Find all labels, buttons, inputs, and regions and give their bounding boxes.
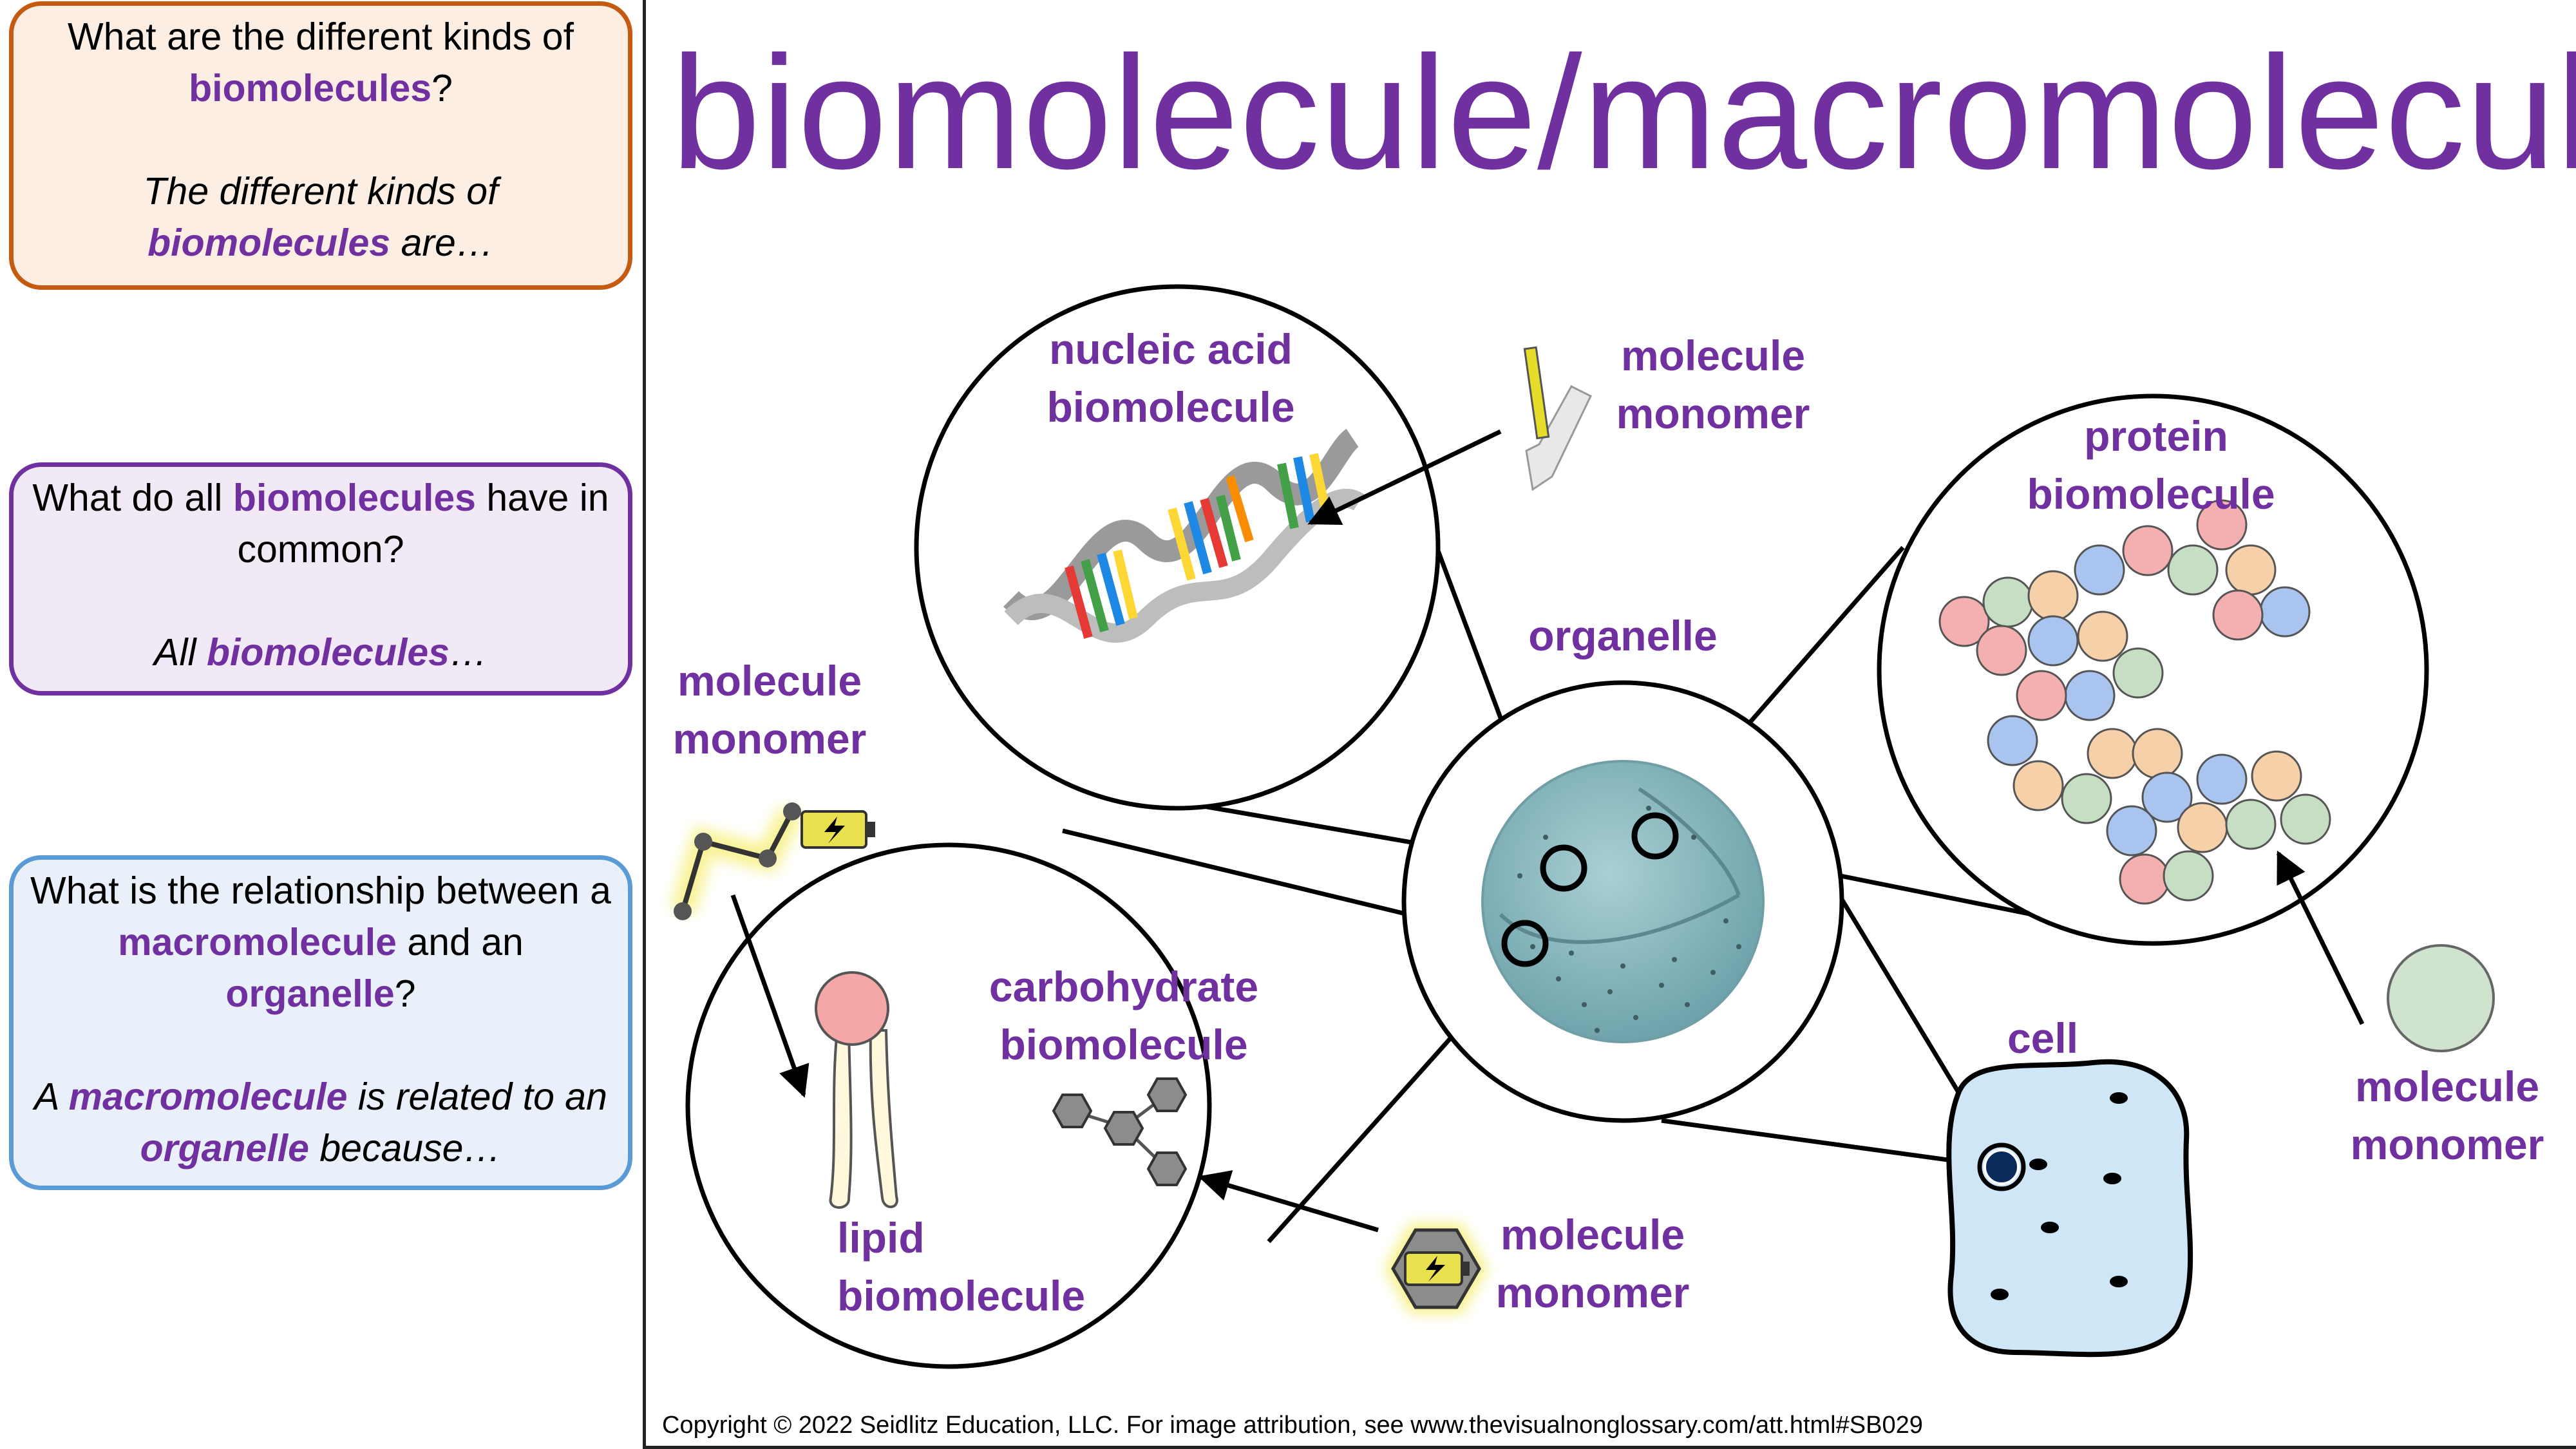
answer-stem: A macromolecule is related to an organel… <box>34 1075 607 1170</box>
amino-acid-beads <box>1938 499 2331 905</box>
carbohydrate-label-line1: carbohydrate <box>989 963 1258 1010</box>
organelle-circle: organelle <box>1401 612 1844 1123</box>
cell-shape: cell <box>1946 1014 2193 1358</box>
lipid-carbohydrate-circle: carbohydrate biomolecule lipid biomolecu… <box>685 842 1258 1369</box>
monomer-label-line2: monomer <box>1616 390 1810 437</box>
lipid-label-line1: lipid <box>837 1214 925 1262</box>
cell-organelle-dots <box>1991 1092 2128 1300</box>
question-text: What are the different kinds of biomolec… <box>67 15 574 109</box>
monomer-label-line1: molecule <box>1621 332 1805 379</box>
cell-icon <box>1946 1059 2193 1358</box>
monomer-label-line2: monomer <box>673 715 867 762</box>
monomer-label-line1: molecule <box>1501 1211 1685 1258</box>
question-text: What is the relationship between a macro… <box>30 869 611 1015</box>
monomer-amino-acid: molecule monomer <box>2276 850 2544 1168</box>
main-panel <box>643 0 2576 1449</box>
protein-label-line1: protein <box>2084 412 2228 460</box>
chain-icon <box>680 810 795 913</box>
question-text: What do all biomolecules have in common? <box>32 477 609 571</box>
answer-stem: The different kinds of biomolecules are… <box>143 170 498 264</box>
monomer-label-line1: molecule <box>677 657 862 705</box>
monomer-glucose: molecule monomer <box>1198 1170 1690 1316</box>
organelle-icon <box>1481 760 1765 1043</box>
protein-label-line2: biomolecule <box>2027 470 2275 518</box>
carbohydrate-label-line2: biomolecule <box>999 1021 1247 1068</box>
amino-acid-bead-icon <box>2387 944 2495 1052</box>
monomer-fatty-acid: molecule monomer <box>670 657 875 1098</box>
question-card-relationship: What is the relationship between a macro… <box>9 855 632 1190</box>
monomer-label-line2: monomer <box>2351 1121 2544 1168</box>
nucleotide-icon <box>1523 346 1550 440</box>
monomer-label-line1: molecule <box>2355 1063 2539 1110</box>
organelle-label: organelle <box>1528 612 1717 659</box>
cell-label: cell <box>2007 1014 2078 1062</box>
question-card-kinds: What are the different kinds of biomolec… <box>9 1 632 290</box>
question-card-common: What do all biomolecules have in common?… <box>9 462 632 696</box>
nucleic-acid-circle: nucleic acid biomolecule <box>914 284 1441 811</box>
monomer-nucleotide: molecule monomer <box>1307 332 1810 526</box>
organelle-texture <box>1517 806 1741 1033</box>
copyright-notice: Copyright © 2022 Seidlitz Education, LLC… <box>662 1412 1923 1439</box>
protein-circle: protein biomolecule <box>1877 393 2429 946</box>
lipid-label-line2: biomolecule <box>837 1272 1085 1320</box>
monomer-label-line2: monomer <box>1496 1269 1690 1316</box>
page-title: biomolecule/macromolecule <box>671 23 2576 202</box>
phospholipid-icon <box>815 971 898 1209</box>
answer-stem: All biomolecules… <box>153 631 488 674</box>
nucleic-acid-label-line1: nucleic acid <box>1049 325 1293 373</box>
carbohydrate-hexagons-icon <box>1052 1077 1188 1186</box>
nucleic-acid-label-line2: biomolecule <box>1046 383 1294 431</box>
